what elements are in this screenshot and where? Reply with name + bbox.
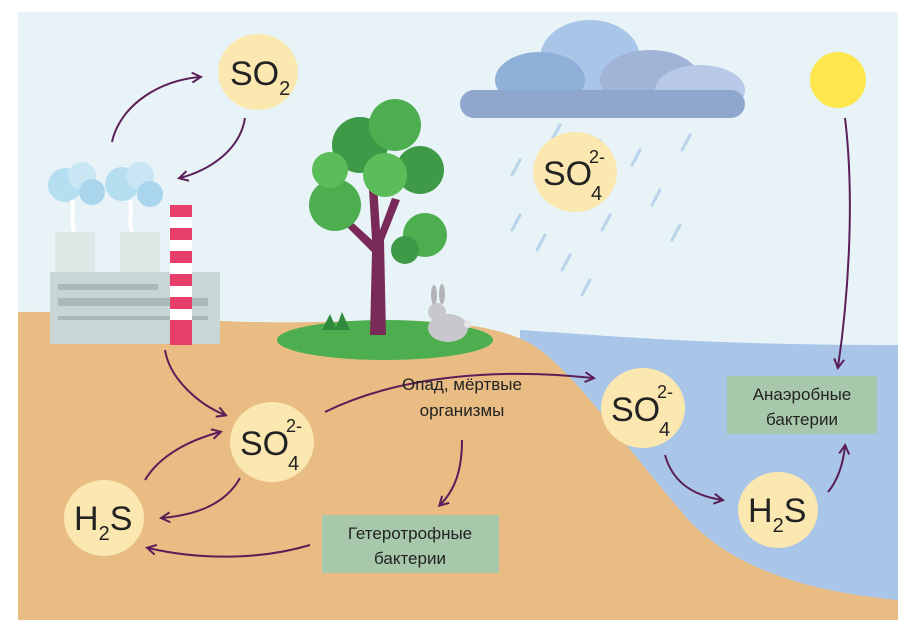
arrow-so2-to-factory <box>180 117 246 178</box>
so4-sky-charge: 2- <box>589 147 605 167</box>
svg-text:SO2: SO2 <box>230 55 290 100</box>
anaerobic-label-line2: бактерии <box>766 410 838 429</box>
h2s-water-h: H <box>748 492 773 530</box>
so4-sky-main: SO <box>543 155 592 193</box>
so2-bubble: SO2 <box>218 34 298 110</box>
litter-label-line2: организмы <box>420 401 505 420</box>
h2s-land-h: H <box>74 500 99 538</box>
smokestack-icon <box>170 205 192 345</box>
sun-icon <box>810 52 866 108</box>
anaerobic-bacteria-box: Анаэробные бактерии <box>727 376 877 434</box>
arrow-so4-land-to-h2s <box>162 477 241 518</box>
so4-land-subscript: 4 <box>288 453 299 475</box>
svg-text:SO: SO <box>240 425 289 463</box>
so4-water-charge: 2- <box>657 382 673 402</box>
arrow-h2s-water-to-anaerobic <box>827 446 845 493</box>
litter-label: Опад, мёртвые организмы <box>402 375 522 420</box>
heterotrophic-label-line1: Гетеротрофные <box>348 524 472 543</box>
so2-subscript: 2 <box>279 78 290 100</box>
smoke-clouds-icon <box>48 162 163 233</box>
rain-cloud-icon <box>460 20 745 118</box>
grass-tuft-icon <box>322 312 350 330</box>
arrow-so4-land-to-water <box>324 374 593 413</box>
arrow-litter-to-bacteria <box>440 439 463 505</box>
so4-water-bubble: SO 4 2- <box>601 368 685 448</box>
so4-water-main: SO <box>611 391 660 429</box>
so4-sky-subscript: 4 <box>591 183 602 205</box>
ground-area <box>18 311 898 620</box>
arrow-factory-to-so2 <box>111 77 200 143</box>
arrow-h2s-to-so4-land <box>144 432 220 481</box>
svg-text:H2S: H2S <box>74 500 132 545</box>
h2s-land-s: S <box>110 500 133 538</box>
svg-text:SO: SO <box>611 391 660 429</box>
svg-text:H2S: H2S <box>748 492 806 537</box>
heterotrophic-label-line2: бактерии <box>374 549 446 568</box>
so4-land-main: SO <box>240 425 289 463</box>
h2s-water-subscript: 2 <box>773 515 784 537</box>
h2s-water-bubble: H2S <box>738 472 818 548</box>
arrow-factory-to-so4-land <box>164 349 225 415</box>
rabbit-icon <box>428 284 472 342</box>
anaerobic-label-line1: Анаэробные <box>753 385 852 404</box>
arrow-sun-to-anaerobic <box>838 117 851 367</box>
so2-main: SO <box>230 55 279 93</box>
arrow-bacteria-to-h2s <box>148 545 311 558</box>
so4-sky-bubble: SO 4 2- <box>533 132 617 212</box>
h2s-water-s: S <box>784 492 807 530</box>
arrow-so4-water-to-h2s <box>664 454 722 500</box>
heterotrophic-bacteria-box: Гетеротрофные бактерии <box>322 515 499 573</box>
tree-icon <box>309 99 447 335</box>
so4-land-charge: 2- <box>286 416 302 436</box>
litter-label-line1: Опад, мёртвые <box>402 375 522 394</box>
svg-text:SO: SO <box>543 155 592 193</box>
so4-water-subscript: 4 <box>659 419 670 441</box>
h2s-land-subscript: 2 <box>99 523 110 545</box>
so4-land-bubble: SO 4 2- <box>230 402 314 482</box>
h2s-land-bubble: H2S <box>64 480 144 556</box>
